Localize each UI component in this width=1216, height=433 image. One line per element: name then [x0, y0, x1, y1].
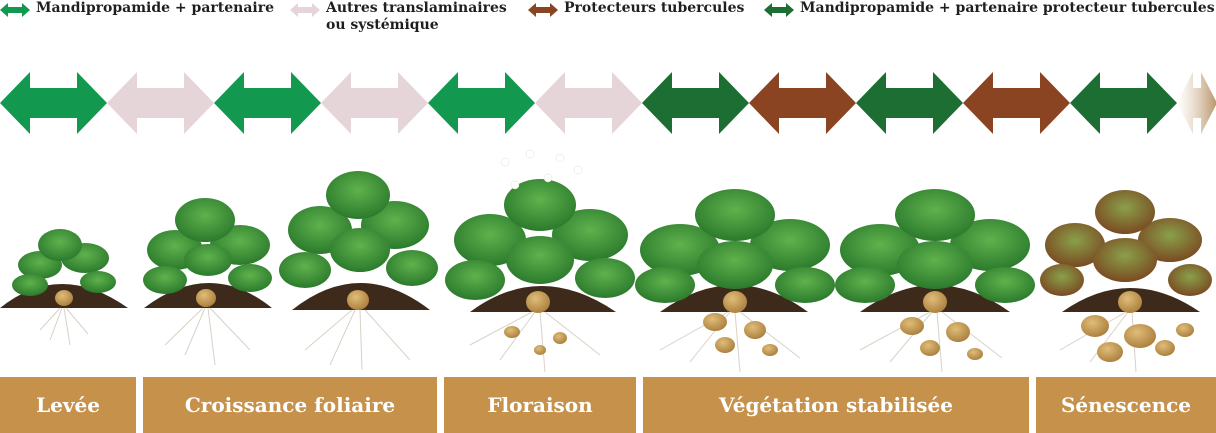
treatment-arrow-1 — [0, 72, 107, 134]
legend-label-line2: ou systémique — [326, 17, 439, 33]
plant-floraison — [445, 149, 635, 373]
double-arrow-icon — [528, 3, 558, 17]
double-arrow-icon — [764, 3, 794, 17]
treatment-arrow-5 — [428, 72, 535, 134]
legend-label: Mandipropamide + partenaire — [36, 0, 274, 16]
plant-croissance-large — [279, 171, 438, 371]
stage-floraison: Floraison — [444, 377, 636, 433]
stage-levee: Levée — [0, 377, 136, 433]
treatment-arrow-9 — [856, 72, 963, 134]
double-arrow-icon — [290, 3, 320, 17]
legend-item-mandipropamide: Mandipropamide + partenaire — [0, 0, 274, 17]
plant-vegetation-1 — [635, 189, 835, 373]
treatment-arrow-11 — [1070, 72, 1177, 134]
legend-item-mandipropamide-protecteur: Mandipropamide + partenaire protecteur t… — [764, 0, 1215, 17]
treatment-arrow-10 — [963, 72, 1070, 134]
legend-label-line1: Autres translaminaires — [326, 0, 507, 16]
treatment-arrow-12 — [1177, 72, 1216, 134]
plant-levee — [0, 229, 128, 346]
treatment-arrow-3 — [214, 72, 321, 134]
stage-croissance-foliaire: Croissance foliaire — [143, 377, 437, 433]
legend-label: Autres translaminaires ou systémique — [326, 0, 507, 34]
plant-growth-illustration — [0, 149, 1212, 373]
legend-item-autres: Autres translaminaires ou systémique — [290, 0, 507, 34]
treatment-arrow-6 — [535, 72, 642, 134]
plant-senescence — [1040, 190, 1212, 373]
treatment-arrow-4 — [321, 72, 428, 134]
legend-label: Protecteurs tubercules — [564, 0, 745, 16]
stage-senescence: Sénescence — [1036, 377, 1216, 433]
legend: Mandipropamide + partenaire Autres trans… — [0, 0, 1216, 44]
legend-label: Mandipropamide + partenaire protecteur t… — [800, 0, 1215, 16]
treatment-arrow-8 — [749, 72, 856, 134]
double-arrow-icon — [0, 3, 30, 17]
stage-vegetation-stabilisee: Végétation stabilisée — [643, 377, 1029, 433]
plant-vegetation-2 — [835, 189, 1035, 373]
treatment-arrow-row — [0, 72, 1216, 134]
treatment-arrow-7 — [642, 72, 749, 134]
legend-item-protecteurs: Protecteurs tubercules — [528, 0, 744, 17]
plant-croissance-small — [143, 198, 272, 366]
treatment-arrow-2 — [107, 72, 214, 134]
